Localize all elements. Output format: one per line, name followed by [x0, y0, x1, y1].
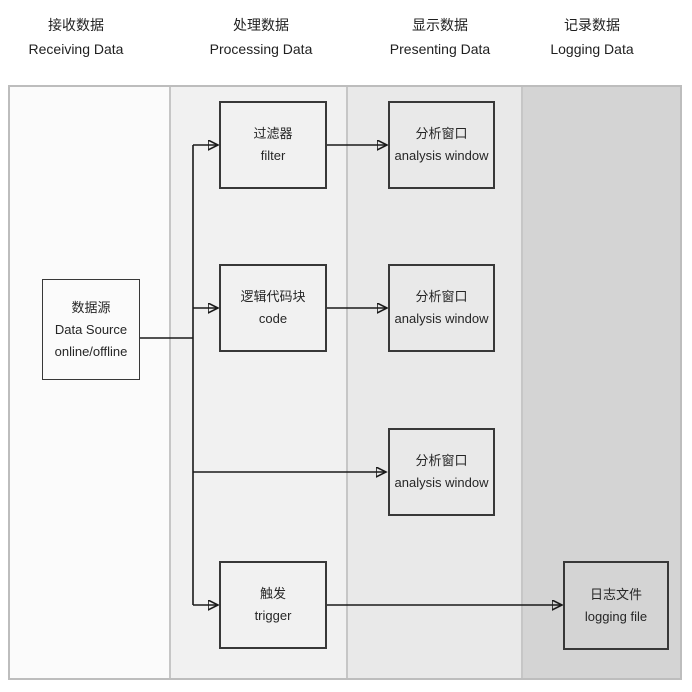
node-filter[interactable]: 过滤器 filter	[219, 101, 327, 189]
lane-presenting-data	[346, 87, 521, 678]
lane-header-receiving: 接收数据 Receiving Data	[1, 13, 151, 61]
node-analysis-window-2[interactable]: 分析窗口 analysis window	[388, 264, 495, 352]
node-trigger-title: 触发	[259, 586, 286, 601]
node-filter-title: 过滤器	[253, 126, 293, 141]
node-trigger[interactable]: 触发 trigger	[219, 561, 327, 649]
node-analysis-window-1[interactable]: 分析窗口 analysis window	[388, 101, 495, 189]
lane-logging-data	[521, 87, 680, 678]
lane-header-presenting: 显示数据 Presenting Data	[365, 13, 515, 61]
lane-header-processing: 处理数据 Processing Data	[186, 13, 336, 61]
node-code-subtitle: code	[258, 311, 288, 326]
lane-header-logging-zh: 记录数据	[564, 17, 620, 33]
lane-header-logging-en: Logging Data	[550, 41, 634, 57]
node-analysis-window-3-subtitle: analysis window	[394, 475, 489, 490]
swimlane-pool	[8, 85, 682, 680]
lane-header-receiving-zh: 接收数据	[48, 17, 104, 33]
lane-receiving-data	[10, 87, 169, 678]
node-analysis-window-1-title: 分析窗口	[415, 126, 468, 141]
lane-header-logging: 记录数据 Logging Data	[517, 13, 667, 61]
node-analysis-window-3-title: 分析窗口	[415, 453, 468, 468]
node-analysis-window-2-title: 分析窗口	[415, 289, 468, 304]
node-analysis-window-3[interactable]: 分析窗口 analysis window	[388, 428, 495, 516]
node-analysis-window-2-subtitle: analysis window	[394, 311, 489, 326]
node-logging-file-title: 日志文件	[589, 586, 642, 602]
node-analysis-window-1-subtitle: analysis window	[394, 148, 489, 163]
node-trigger-subtitle: trigger	[254, 608, 292, 623]
lane-processing-data	[169, 87, 346, 678]
node-code-title: 逻辑代码块	[240, 289, 306, 304]
lane-header-processing-en: Processing Data	[209, 41, 313, 57]
node-data-source-subtitle: Data Source	[54, 321, 128, 337]
node-logging-file-subtitle: logging file	[584, 608, 648, 624]
node-code[interactable]: 逻辑代码块 code	[219, 264, 327, 352]
node-data-source[interactable]: 数据源 Data Source online/offline	[42, 279, 140, 380]
node-filter-subtitle: filter	[260, 148, 286, 163]
lane-header-presenting-en: Presenting Data	[389, 41, 491, 57]
node-data-source-title: 数据源	[71, 299, 111, 315]
lane-header-receiving-en: Receiving Data	[28, 41, 124, 57]
lane-header-presenting-zh: 显示数据	[412, 17, 468, 33]
node-data-source-detail: online/offline	[54, 343, 128, 359]
node-logging-file[interactable]: 日志文件 logging file	[563, 561, 669, 650]
lane-header-processing-zh: 处理数据	[233, 17, 289, 33]
